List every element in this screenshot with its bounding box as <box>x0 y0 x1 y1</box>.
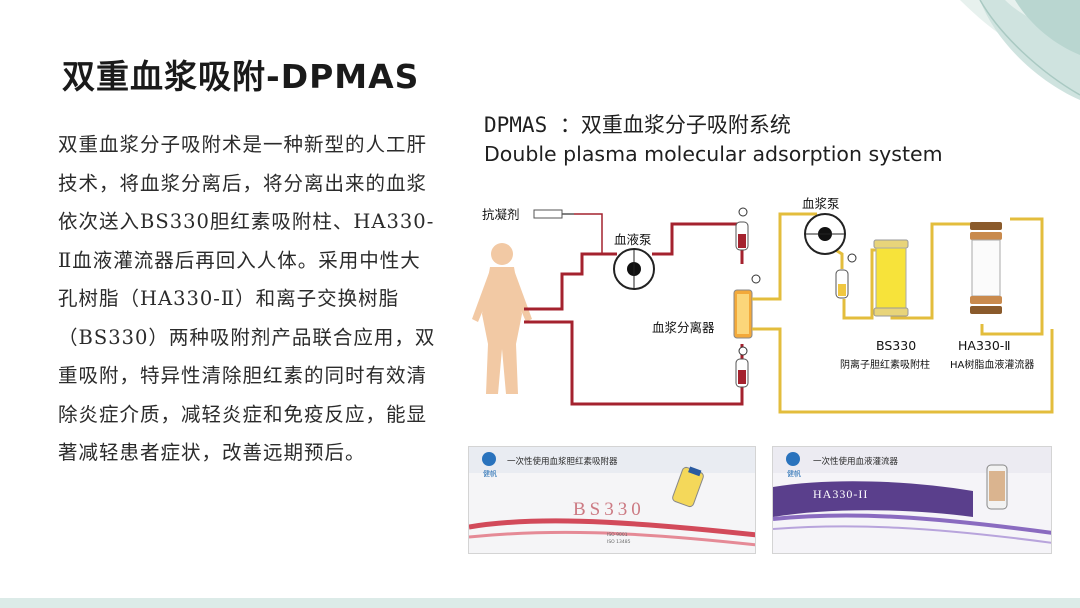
drip-chamber-bottom-fill <box>738 370 746 384</box>
anticoagulant-syringe <box>534 210 602 254</box>
ha330-column-icon <box>970 222 1002 314</box>
slide-title: 双重血浆吸附-DPMAS <box>62 50 419 98</box>
bs330-iso-2: ISO 13485 <box>607 540 630 545</box>
ha330-brand: 健帆 <box>787 469 801 479</box>
dpmas-schematic: DPMAS ：双重血浆分子吸附系统 Double plasma molecula… <box>462 104 1062 434</box>
bs330-brand: 健帆 <box>483 469 497 479</box>
anticoagulant-label: 抗凝剂 <box>482 207 520 222</box>
ha330-product-photo: 健帆 一次性使用血液灌流器 HA330-II <box>772 446 1052 554</box>
bs330-model-label: BS330 <box>876 338 916 353</box>
bs330-column-icon <box>874 240 908 316</box>
ha330-package-model: HA330-II <box>813 487 868 502</box>
plasma-pump-icon <box>805 214 845 254</box>
body-paragraph: 双重血浆分子吸附术是一种新型的人工肝技术，将血浆分离后，将分离出来的血浆依次送入… <box>58 126 438 473</box>
blood-pump-icon <box>614 249 654 289</box>
diagram-title-cn: DPMAS ：双重血浆分子吸附系统 <box>484 113 791 137</box>
diagram-title-en: Double plasma molecular adsorption syste… <box>484 142 943 166</box>
pressure-gauge-icon <box>848 254 856 262</box>
pressure-gauge-icon <box>739 208 747 216</box>
bs330-package-model: BS330 <box>573 499 645 521</box>
pressure-gauge-icon <box>752 275 760 283</box>
leaf-decoration <box>920 0 1080 110</box>
human-body-icon <box>472 243 532 394</box>
bs330-product-photo: 健帆 一次性使用血浆胆红素吸附器 BS330 ISO 9001 ISO 1348… <box>468 446 756 554</box>
bs330-desc-label: 阴离子胆红素吸附柱 <box>840 358 930 371</box>
bs330-package-name: 一次性使用血浆胆红素吸附器 <box>507 455 618 467</box>
ha330-model-label: HA330-Ⅱ <box>958 338 1010 353</box>
bottom-band <box>0 598 1080 608</box>
dpmas-diagram: DPMAS ：双重血浆分子吸附系统 Double plasma molecula… <box>462 104 1062 434</box>
plasma-separator-icon <box>734 290 752 338</box>
ha330-desc-label: HA树脂血液灌流器 <box>950 358 1034 371</box>
bs330-iso-1: ISO 9001 <box>607 533 628 538</box>
ha330-package-name: 一次性使用血液灌流器 <box>813 455 898 467</box>
blood-pump-label: 血液泵 <box>614 232 652 247</box>
plasma-separator-label: 血浆分离器 <box>652 320 715 335</box>
drip-chamber-top-fill <box>738 234 746 248</box>
plasma-drip-fill <box>838 284 846 296</box>
plasma-pump-label: 血浆泵 <box>802 196 840 211</box>
pressure-gauge-icon <box>739 347 747 355</box>
